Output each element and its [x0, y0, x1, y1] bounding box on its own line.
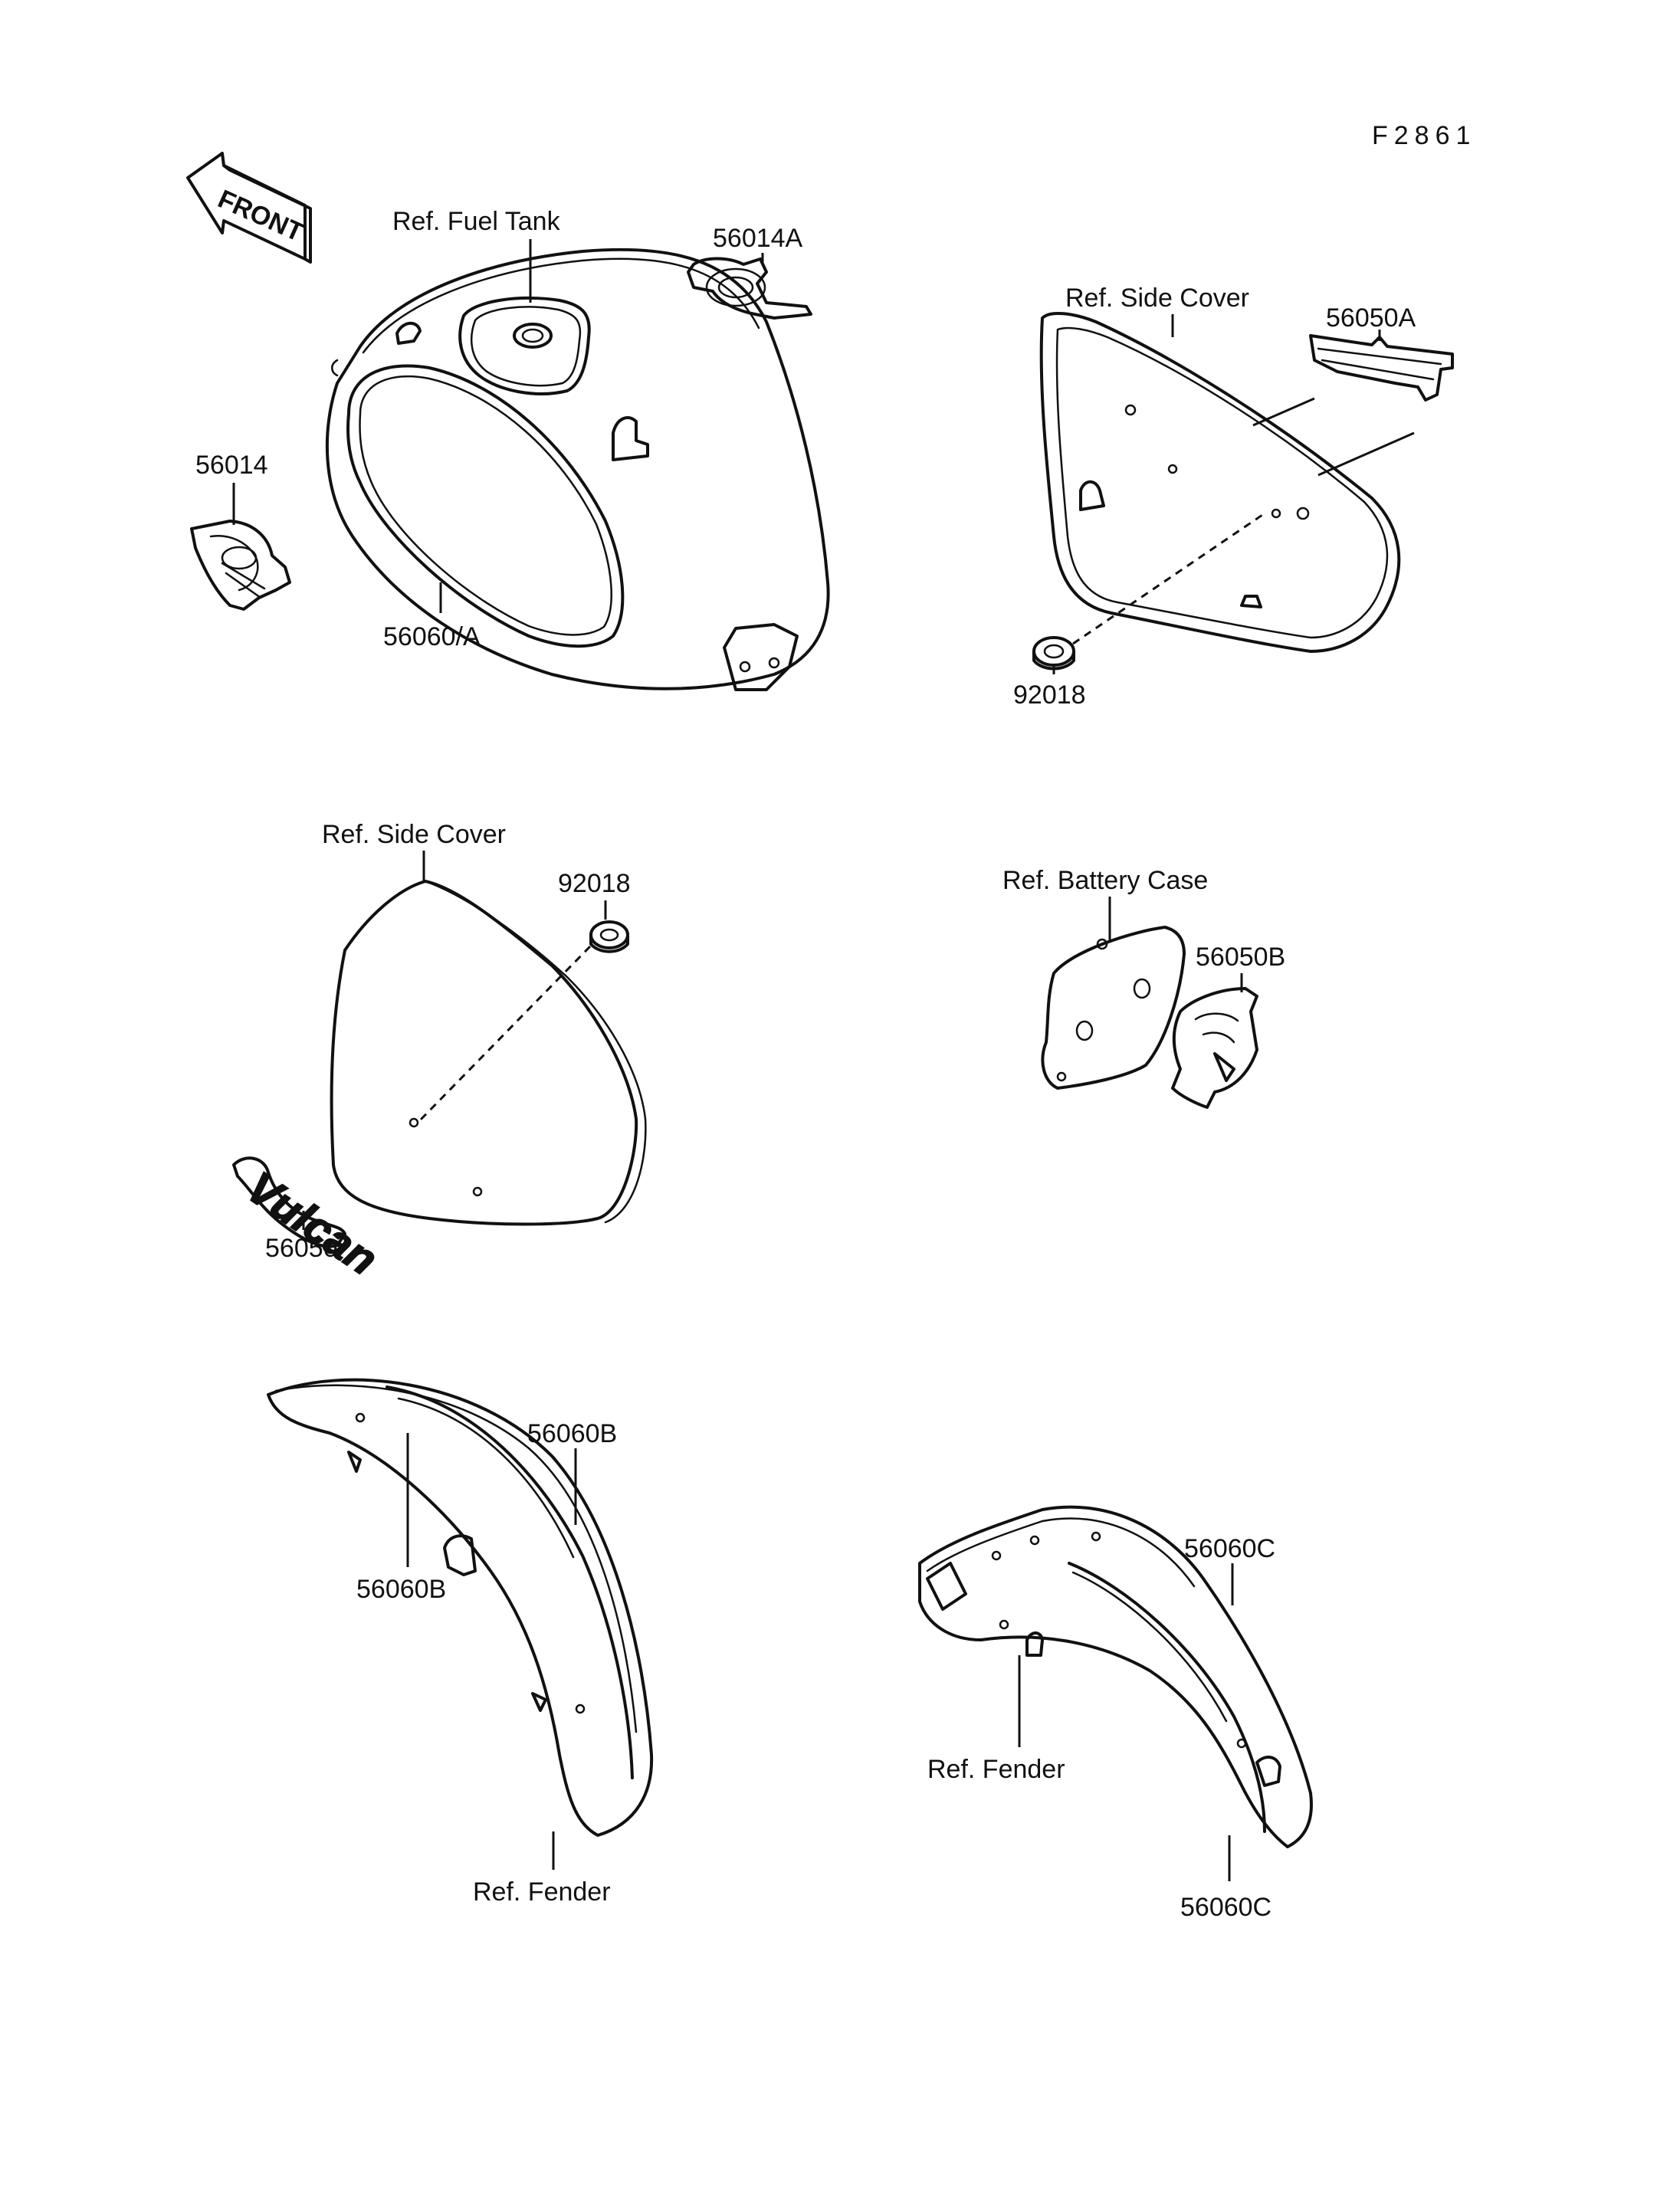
label-56050a: 56050A [1326, 303, 1416, 333]
battery-case-drawing [1041, 926, 1186, 1090]
label-ref-side-cover-left: Ref. Side Cover [322, 820, 506, 849]
front-fender-drawing [267, 1378, 654, 1837]
label-56060c-top: 56060C [1184, 1534, 1275, 1563]
badge-56050b-drawing [1171, 987, 1258, 1109]
label-56050: 56050 [265, 1234, 338, 1263]
vulcan-script-emblem-icon: Vulcan [232, 1156, 387, 1286]
label-ref-front-fender: Ref. Fender [473, 1877, 611, 1907]
label-56060a: 56060/A [383, 622, 481, 651]
bracket-56014a-drawing [687, 257, 812, 320]
rear-fender-drawing [918, 1505, 1313, 1848]
emblem-56050a-drawing [1309, 334, 1454, 402]
label-56060c-bottom: 56060C [1180, 1893, 1271, 1922]
label-92018-right: 92018 [1013, 680, 1086, 710]
label-56050b: 56050B [1196, 943, 1285, 972]
label-92018-left: 92018 [558, 869, 631, 898]
label-ref-rear-fender: Ref. Fender [927, 1755, 1065, 1784]
label-ref-battery-case: Ref. Battery Case [1002, 866, 1208, 895]
label-56014: 56014 [195, 451, 268, 480]
fuel-tank-drawing [325, 248, 830, 691]
label-ref-side-cover-right: Ref. Side Cover [1065, 284, 1249, 313]
label-56014a: 56014A [713, 224, 803, 253]
grommet-92018-left-drawing [589, 920, 629, 953]
side-cover-left-drawing [330, 880, 647, 1226]
label-ref-fuel-tank: Ref. Fuel Tank [392, 207, 561, 236]
side-cover-right-drawing [1039, 312, 1401, 653]
bracket-56014-drawing [190, 520, 291, 611]
grommet-92018-right-drawing [1032, 636, 1075, 671]
vulcan-emblem-text: Vulcan [238, 1162, 386, 1285]
figure-id: F2861 [1372, 121, 1476, 150]
label-56060b-inner: 56060B [356, 1575, 446, 1604]
label-56060b-outer: 56060B [527, 1419, 617, 1448]
front-direction-arrow-icon: FRONT [186, 152, 312, 264]
